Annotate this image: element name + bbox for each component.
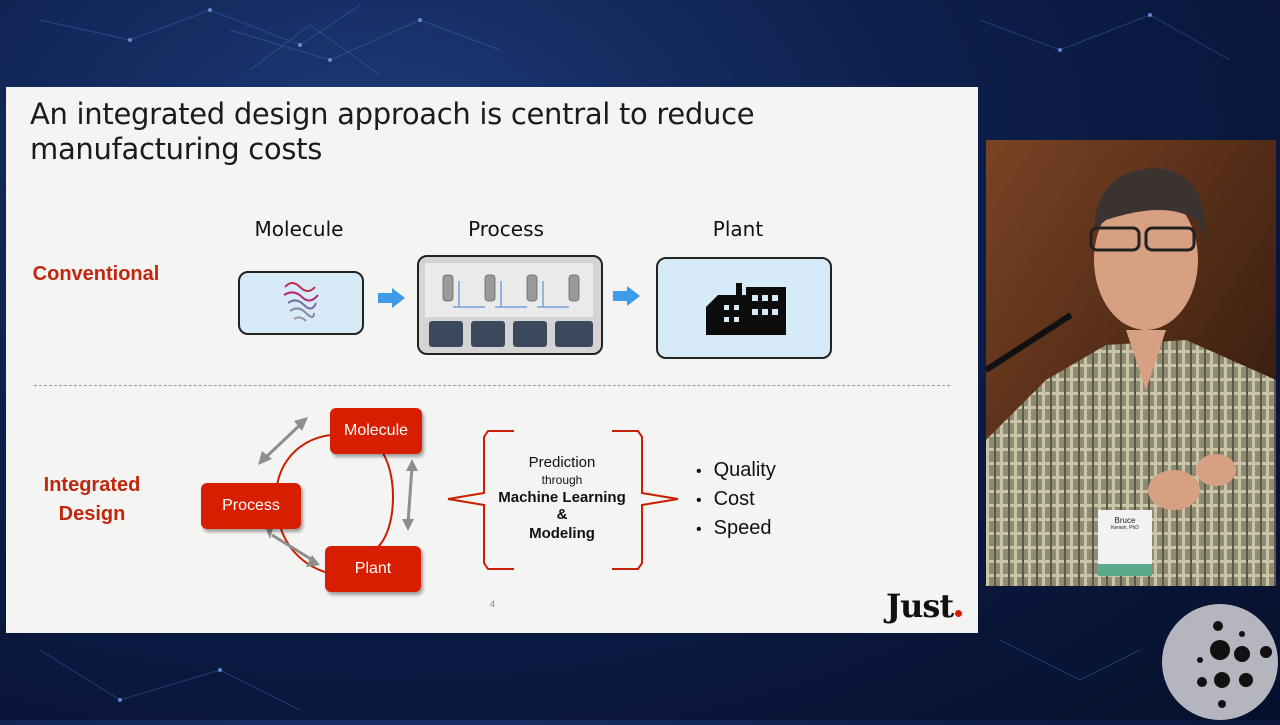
prediction-line3: Machine Learning bbox=[498, 489, 626, 506]
outcomes-list: Quality Cost Speed bbox=[696, 459, 776, 546]
prediction-line4: & bbox=[556, 506, 568, 523]
molecule-box bbox=[238, 271, 364, 335]
integrated-label-line2: Design bbox=[58, 503, 126, 525]
conventional-label: Conventional bbox=[32, 263, 160, 285]
page-number: 4 bbox=[490, 599, 496, 609]
speaker-video: Bruce Kerwin, PhD bbox=[986, 140, 1276, 586]
molecule-node: Molecule bbox=[330, 408, 422, 454]
plant-node: Plant bbox=[325, 546, 421, 592]
arrow-right-icon bbox=[378, 288, 405, 308]
arrow-right-icon bbox=[613, 286, 640, 306]
integrated-design-label: Integrated Design bbox=[22, 471, 162, 529]
slide-title: An integrated design approach is central… bbox=[30, 97, 755, 166]
prediction-line2: through bbox=[541, 473, 583, 487]
prediction-line5: Modeling bbox=[529, 525, 595, 542]
speaker-figure bbox=[986, 140, 1276, 586]
prediction-braces bbox=[447, 430, 679, 570]
prediction-text: Prediction through Machine Learning & Mo… bbox=[482, 454, 642, 542]
column-label-plant: Plant bbox=[712, 217, 764, 241]
bullet-item: Quality bbox=[696, 459, 776, 488]
slide: An integrated design approach is central… bbox=[6, 87, 978, 633]
badge-title: Kerwin, PhD bbox=[1111, 525, 1139, 531]
column-label-process: Process bbox=[468, 217, 544, 241]
just-logo: Just bbox=[886, 587, 963, 625]
factory-icon bbox=[706, 283, 786, 335]
protein-structure-icon bbox=[283, 282, 319, 322]
plant-box bbox=[656, 257, 832, 359]
process-node: Process bbox=[201, 483, 301, 529]
dots-logo-icon bbox=[1197, 621, 1272, 708]
integrated-label-line1: Integrated bbox=[43, 474, 141, 496]
conference-logo bbox=[1162, 604, 1278, 720]
bullet-item: Cost bbox=[696, 488, 776, 517]
prediction-line1: Prediction bbox=[528, 454, 596, 471]
bullet-item: Speed bbox=[696, 517, 776, 546]
badge-name: Bruce bbox=[1114, 516, 1136, 525]
name-badge: Bruce Kerwin, PhD bbox=[1098, 516, 1152, 531]
column-label-molecule: Molecule bbox=[254, 217, 344, 241]
process-box bbox=[417, 255, 603, 355]
bioreactor-train-icon bbox=[425, 263, 593, 347]
section-divider bbox=[34, 385, 950, 386]
